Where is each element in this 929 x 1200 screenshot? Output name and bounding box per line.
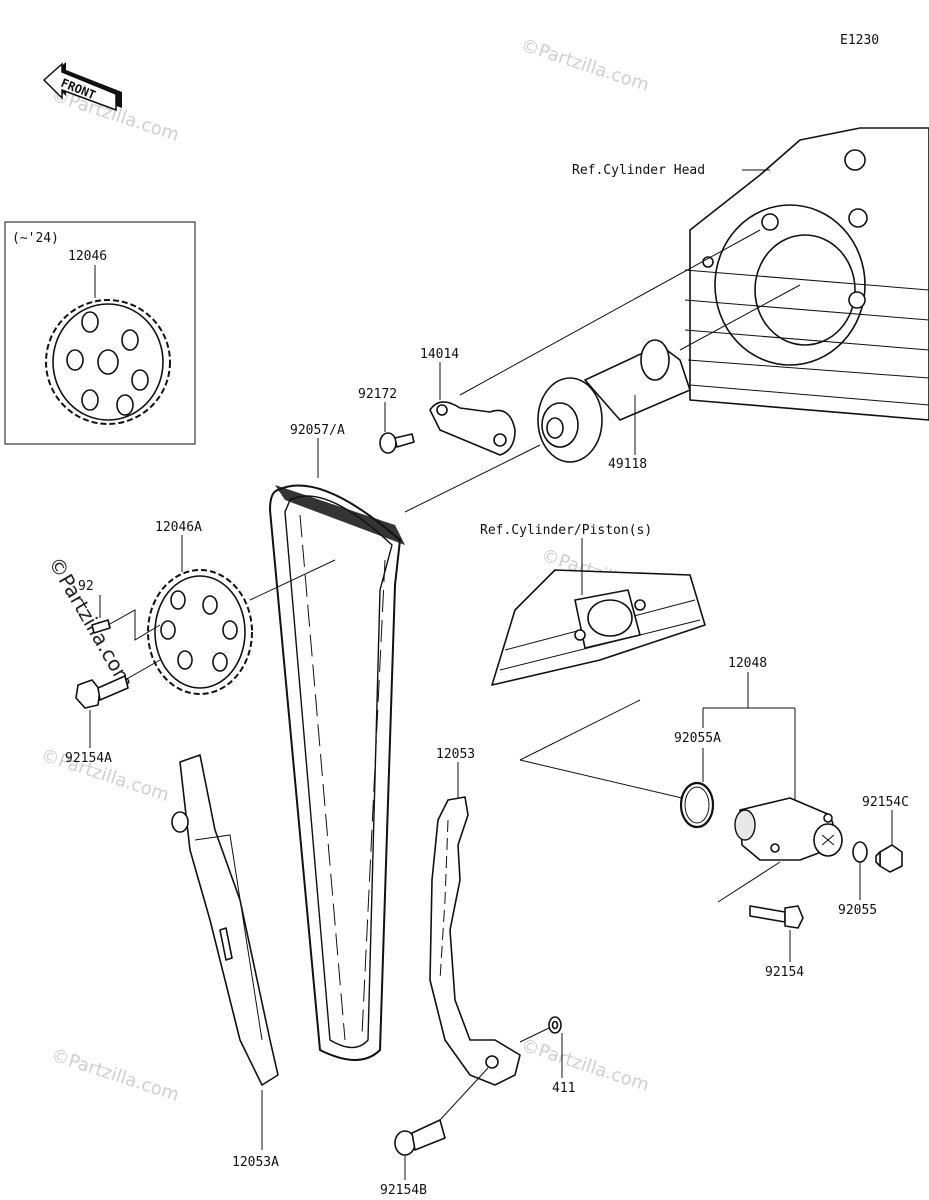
watermark-2: ©Partzilla.com — [518, 35, 651, 96]
label-12053: 12053 — [436, 747, 475, 762]
label-92154: 92154 — [765, 965, 804, 980]
cylinder-head-icon — [684, 127, 929, 421]
washer-small-icon — [852, 841, 868, 863]
label-12053A: 12053A — [232, 1155, 279, 1170]
inset-part-label: 12046 — [68, 249, 107, 264]
o-ring-icon — [679, 781, 715, 829]
washer-icon — [548, 1016, 562, 1034]
label-92172: 92172 — [358, 387, 397, 402]
inset-note: (~'24) — [12, 231, 59, 246]
cylinder-icon — [491, 569, 706, 686]
label-92055: 92055 — [838, 903, 877, 918]
screw-icon — [379, 432, 415, 454]
label-411: 411 — [552, 1081, 575, 1096]
cam-sprocket-icon — [147, 569, 253, 695]
inset-box: (~'24) 12046 — [4, 221, 196, 445]
plate-icon — [429, 401, 516, 456]
ref-cylinder-head-label: Ref.Cylinder Head — [572, 163, 705, 178]
label-14014: 14014 — [420, 347, 459, 362]
chain-guide-icon — [171, 754, 279, 1086]
cap-bolt-icon — [875, 844, 903, 873]
label-12046A: 12046A — [155, 520, 202, 535]
label-92-partial: 92 — [78, 579, 94, 594]
tensioner-guide-icon — [429, 796, 521, 1086]
bolt-icon — [75, 675, 129, 709]
pivot-bolt-icon — [394, 1119, 446, 1156]
label-92154B: 92154B — [380, 1183, 427, 1198]
label-92154A: 92154A — [65, 751, 112, 766]
watermark-5: ©Partzilla.com — [518, 1035, 651, 1096]
camshaft-icon — [537, 339, 691, 463]
timing-chain-icon — [268, 484, 405, 1061]
label-12048: 12048 — [728, 656, 767, 671]
diagram-code: E1230 — [840, 33, 879, 48]
pin-icon — [91, 619, 111, 634]
tensioner-icon — [734, 797, 843, 861]
label-92057A: 92057/A — [290, 423, 345, 438]
sprocket-icon — [45, 299, 171, 425]
label-92055A: 92055A — [674, 731, 721, 746]
watermark-dark: ©Partzilla.com — [44, 553, 139, 693]
ref-cylinder-piston-label: Ref.Cylinder/Piston(s) — [480, 523, 652, 538]
label-92154C: 92154C — [862, 795, 909, 810]
tensioner-bolt-icon — [749, 905, 804, 929]
label-49118: 49118 — [608, 457, 647, 472]
watermark-6: ©Partzilla.com — [48, 1045, 181, 1106]
